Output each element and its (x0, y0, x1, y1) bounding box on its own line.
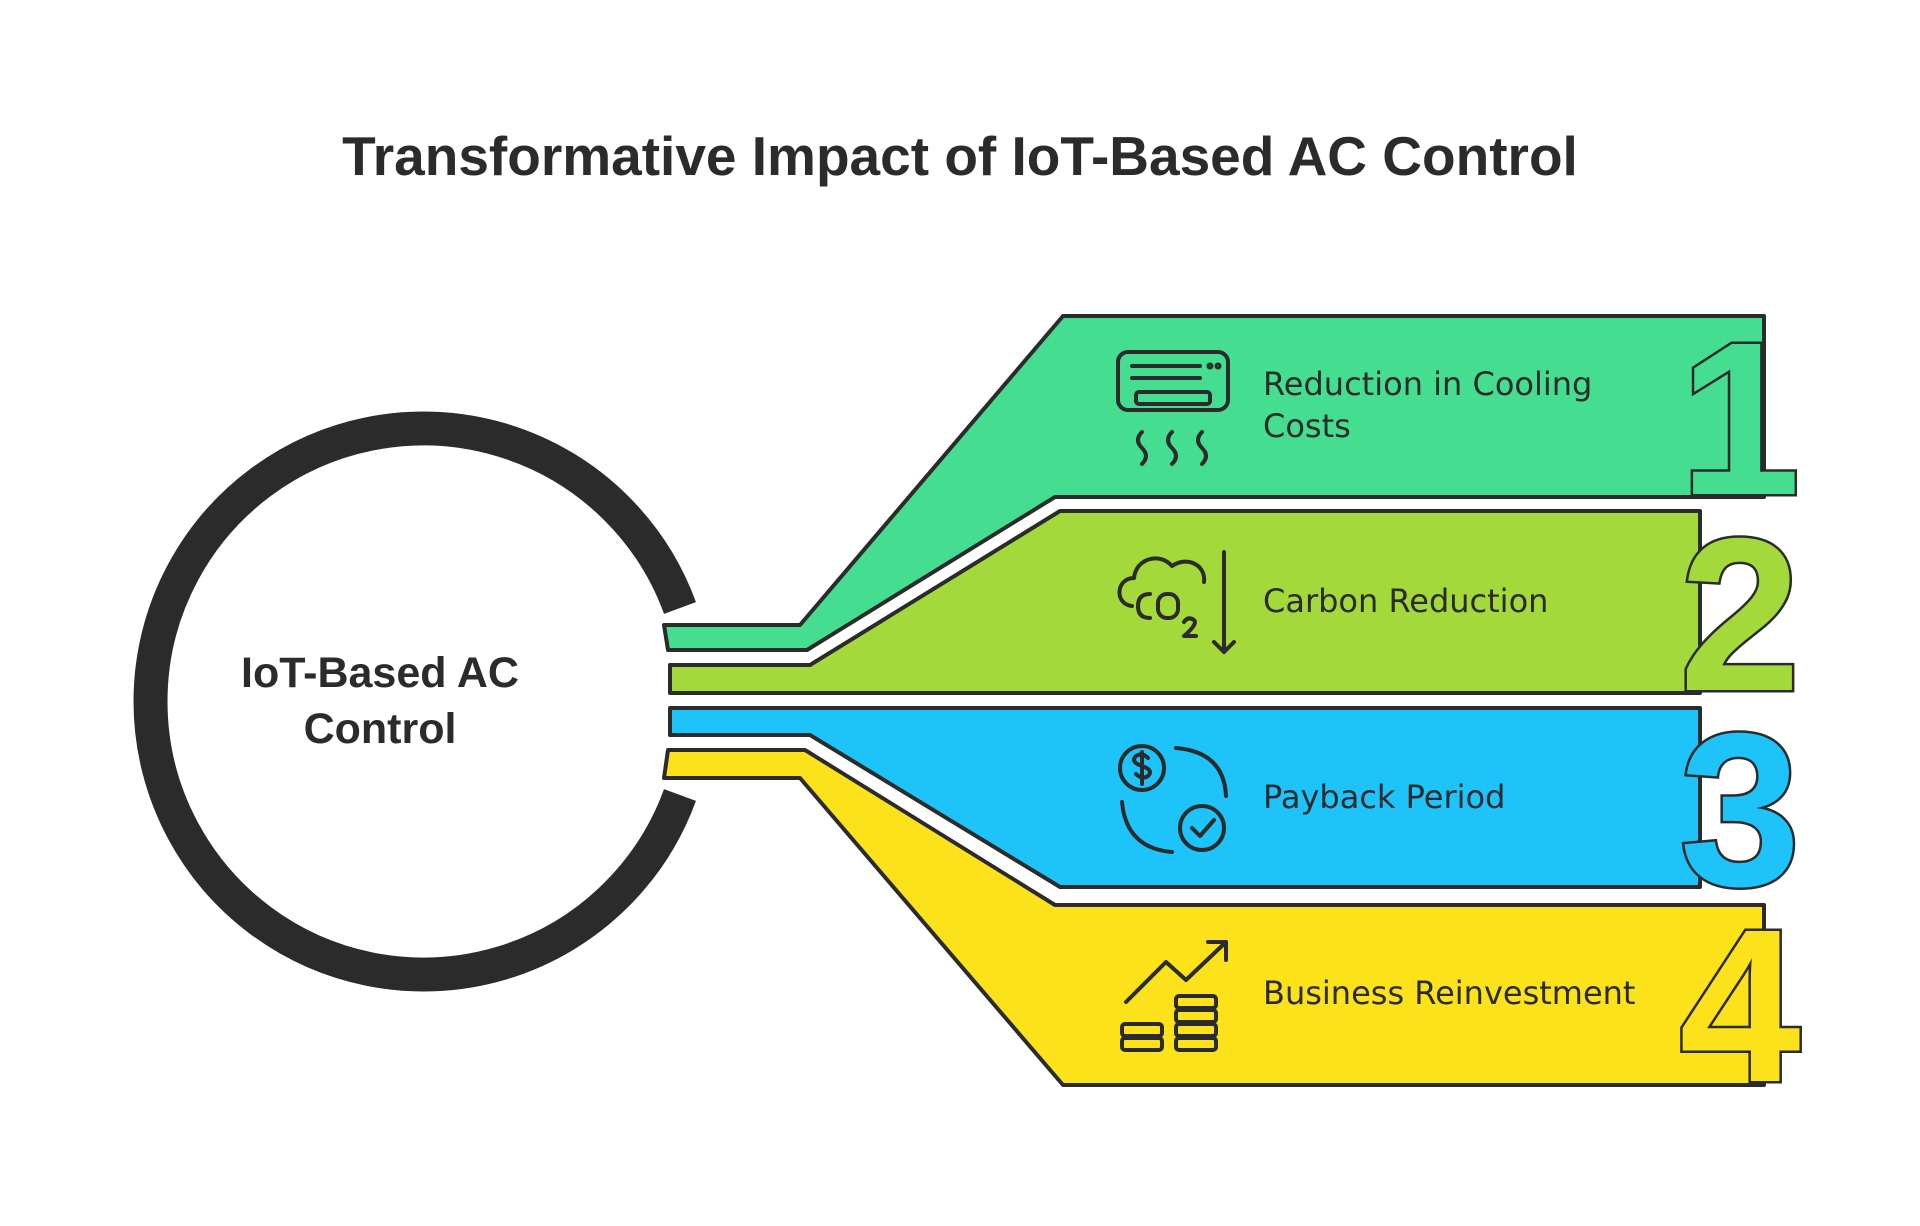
center-label-line1: IoT-Based AC (241, 649, 519, 697)
number-2: 2 (1679, 494, 1800, 737)
item-4-label: Business Reinvestment (1263, 974, 1635, 1012)
center-ring (133, 411, 696, 992)
center-label-line2: Control (304, 705, 457, 753)
item-2-label: Carbon Reduction (1263, 582, 1548, 620)
item-1-label-line2: Costs (1263, 407, 1351, 445)
band-1 (662, 314, 1766, 652)
item-1-label-line1: Reduction in Cooling (1263, 365, 1592, 403)
band-2 (668, 509, 1702, 695)
number-4: 4 (1679, 885, 1800, 1128)
air-conditioner-icon (1116, 350, 1230, 466)
number-1: 1 (1679, 298, 1800, 541)
co2-reduction-icon (1117, 550, 1236, 654)
payback-cycle-icon (1118, 744, 1228, 854)
number-3: 3 (1679, 689, 1800, 932)
band-3 (668, 706, 1702, 889)
diagram-title: Transformative Impact of IoT-Based AC Co… (342, 125, 1578, 187)
band-4 (662, 748, 1766, 1087)
growth-coins-icon (1120, 940, 1228, 1052)
item-3-label: Payback Period (1263, 778, 1505, 816)
